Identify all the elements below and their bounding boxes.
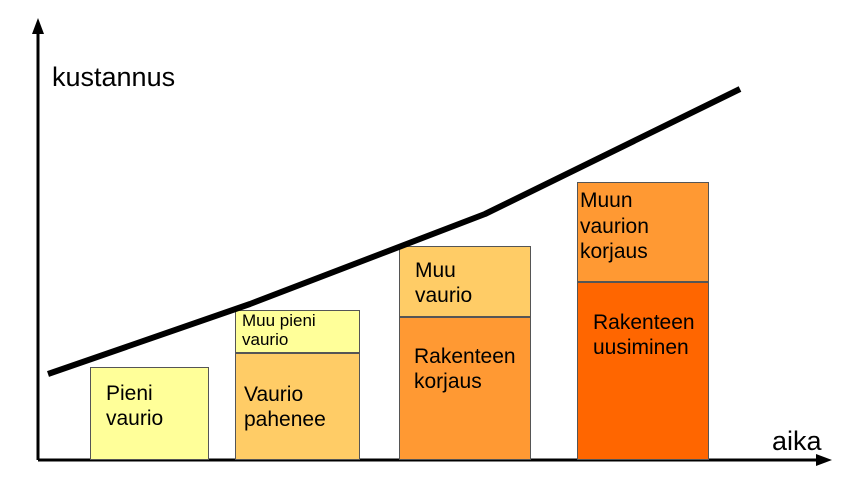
x-axis-arrowhead: [816, 454, 832, 466]
label-muu-vaurio: Muu vaurio: [415, 259, 473, 307]
label-rakenteen-korjaus: Rakenteen korjaus: [414, 345, 516, 393]
label-pieni-vaurio: Pieni vaurio: [106, 382, 164, 430]
y-axis-label: kustannus: [52, 62, 176, 92]
segment-rakenteen-uusiminen: [577, 282, 709, 460]
label-muu-pieni-vaurio: Muu pieni vaurio: [242, 311, 316, 349]
segment-pieni-vaurio: [90, 367, 209, 460]
x-axis-label: aika: [772, 426, 822, 456]
label-muun-vaurion-korjaus: Muun vaurion korjaus: [580, 189, 649, 264]
y-axis-arrowhead: [32, 18, 44, 34]
label-vaurio-pahenee: Vaurio pahenee: [244, 383, 326, 431]
label-rakenteen-uusiminen: Rakenteen uusiminen: [593, 311, 695, 359]
